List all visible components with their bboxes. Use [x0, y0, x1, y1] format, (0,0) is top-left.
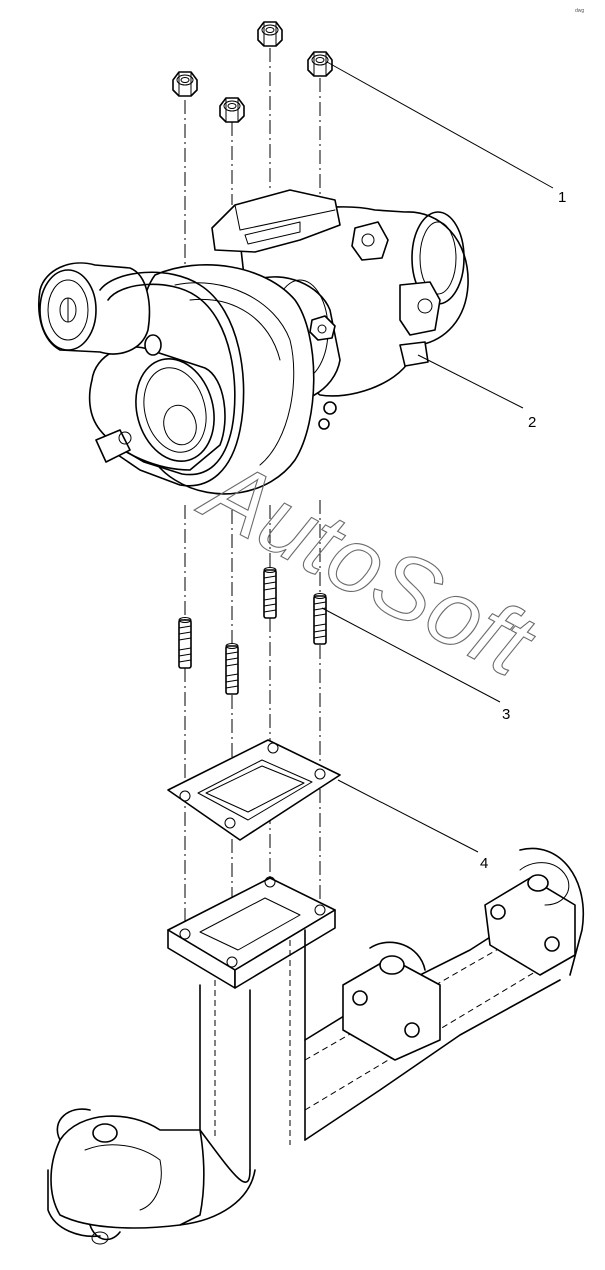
nut-3	[257, 21, 283, 47]
callout-4: 4	[480, 855, 488, 872]
callout-1: 1	[558, 189, 566, 206]
exhaust-manifold	[47, 847, 585, 1245]
stud-3	[263, 567, 277, 619]
nut-2	[219, 97, 245, 123]
watermark-text: AutoSoft	[184, 437, 551, 697]
nut-1	[172, 71, 198, 97]
leader-lines	[321, 61, 554, 853]
gasket	[167, 739, 341, 841]
stud-1	[178, 617, 192, 669]
callout-3: 3	[502, 706, 510, 723]
nut-4	[307, 51, 333, 77]
corner-mark: dwg	[575, 8, 584, 14]
stud-2	[225, 643, 239, 695]
turbocharger	[38, 189, 469, 495]
callout-2: 2	[528, 414, 536, 431]
